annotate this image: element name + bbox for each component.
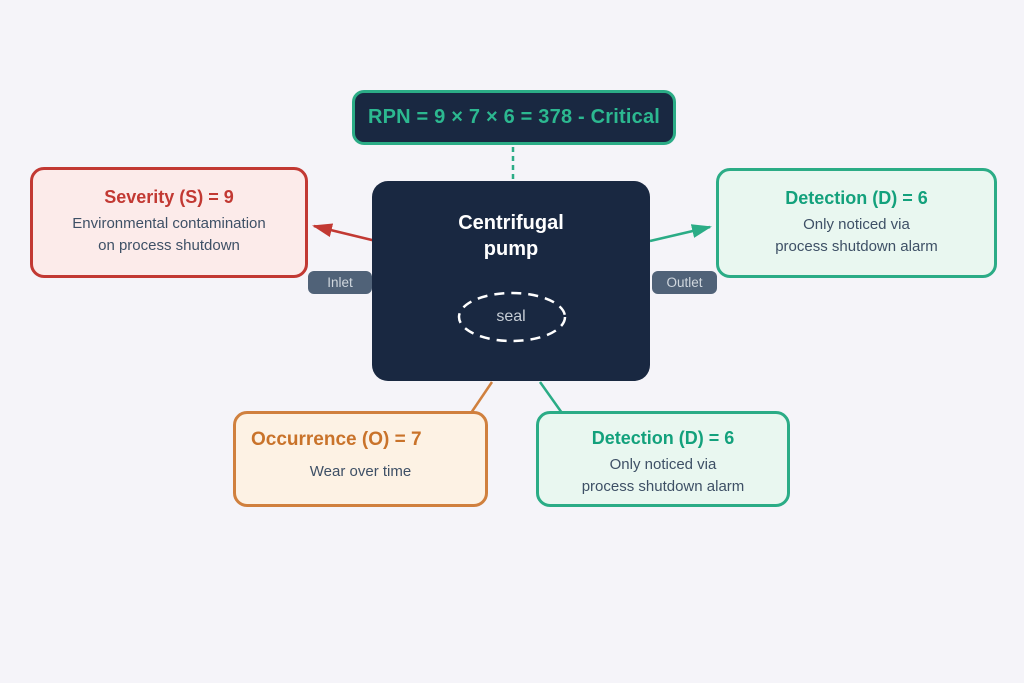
occurrence-connector	[469, 381, 494, 414]
detection-bottom-body-line1: Only noticed via	[609, 455, 717, 473]
occurrence-node: Occurrence (O) = 7 Wear over time	[233, 411, 488, 507]
severity-body-line1: Environmental contamination	[72, 214, 266, 232]
detection-right-body-line1: Only noticed via	[803, 215, 910, 233]
severity-body-line2: on process shutdown	[98, 237, 240, 254]
occurrence-title: Occurrence (O) = 7	[251, 429, 422, 450]
severity-title: Severity (S) = 9	[104, 187, 234, 207]
detection-bottom-body-line2: process shutdown alarm	[581, 478, 745, 495]
detection-bottom-title: Detection (D) = 6	[591, 428, 735, 448]
detection-right-body-line2: process shutdown alarm	[775, 238, 938, 255]
pump-title-line2: pump	[483, 238, 539, 260]
seal-label: seal	[496, 308, 526, 325]
detection-right-arrow	[649, 224, 712, 243]
rpn-banner-text: RPN = 9 × 7 × 6 = 378 - Critical	[367, 106, 661, 128]
detection-right-body: Only noticed via process shutdown alarm	[719, 214, 994, 259]
outlet-tag: Outlet	[652, 271, 717, 294]
detection-bottom-connector	[538, 381, 564, 414]
detection-bottom-node: Detection (D) = 6 Only noticed via proce…	[536, 411, 790, 507]
severity-body: Environmental contamination on process s…	[33, 213, 305, 258]
detection-right-node: Detection (D) = 6 Only noticed via proce…	[716, 168, 997, 278]
rpn-banner: RPN = 9 × 7 × 6 = 378 - Critical	[352, 90, 676, 145]
centrifugal-pump-node: Centrifugal pump seal	[372, 181, 650, 381]
inlet-tag: Inlet	[308, 271, 372, 294]
detection-right-title: Detection (D) = 6	[785, 188, 928, 208]
occurrence-body: Wear over time	[236, 461, 485, 484]
seal-ellipse-icon	[457, 291, 567, 343]
occurrence-body-line1: Wear over time	[309, 462, 412, 480]
pump-title-line1: Centrifugal	[458, 212, 564, 234]
detection-bottom-body: Only noticed via process shutdown alarm	[539, 454, 787, 499]
pump-title: Centrifugal pump	[372, 210, 650, 262]
severity-node: Severity (S) = 9 Environmental contamina…	[30, 167, 308, 278]
severity-arrow	[312, 223, 377, 243]
